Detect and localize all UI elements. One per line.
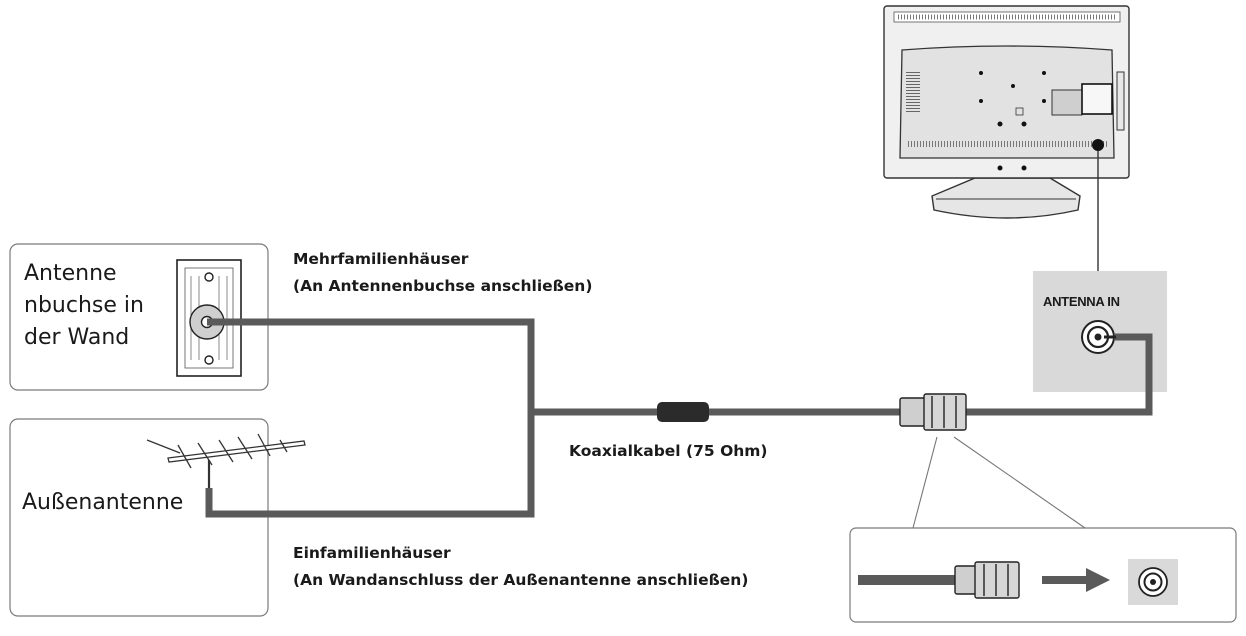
inset-coax-plug (954, 561, 1020, 599)
multi-family-caption: Mehrfamilienhäuser (An Antennenbuchse an… (293, 246, 592, 300)
wall-socket-label-line1: Antenne (24, 261, 117, 286)
callout-lines (912, 436, 1086, 529)
antenna-in-label: ANTENNA IN (1043, 294, 1120, 309)
single-family-caption: Einfamilienhäuser (An Wandanschluss der … (293, 540, 748, 594)
coax-plug (899, 393, 967, 431)
wall-socket-label-line3: der Wand (24, 325, 130, 350)
tv-antenna-terminal (1081, 83, 1113, 115)
tv-rear-view (883, 5, 1130, 219)
outdoor-antenna-label: Außenantenne (22, 490, 184, 515)
tv-back-panel (899, 45, 1115, 159)
multi-family-title: Mehrfamilienhäuser (293, 250, 469, 268)
wall-plate (176, 259, 242, 377)
wall-socket-label: Antenne nbuchse in der Wand (24, 258, 144, 354)
inset-jack (1138, 567, 1168, 597)
ferrite-core (657, 402, 709, 422)
coax-cable (205, 318, 1153, 518)
multi-family-note: (An Antennenbuchse anschließen) (293, 277, 593, 295)
tv-antenna-jack (1092, 139, 1104, 151)
tv-stand (931, 177, 1081, 219)
wall-socket-label-line2: nbuchse in (24, 293, 144, 318)
single-family-note: (An Wandanschluss der Außenantenne ansch… (293, 571, 749, 589)
single-family-title: Einfamilienhäuser (293, 544, 451, 562)
cable-label: Koaxialkabel (75 Ohm) (569, 442, 768, 460)
arrow-right-icon (1042, 568, 1110, 592)
antenna-icon (146, 433, 306, 488)
